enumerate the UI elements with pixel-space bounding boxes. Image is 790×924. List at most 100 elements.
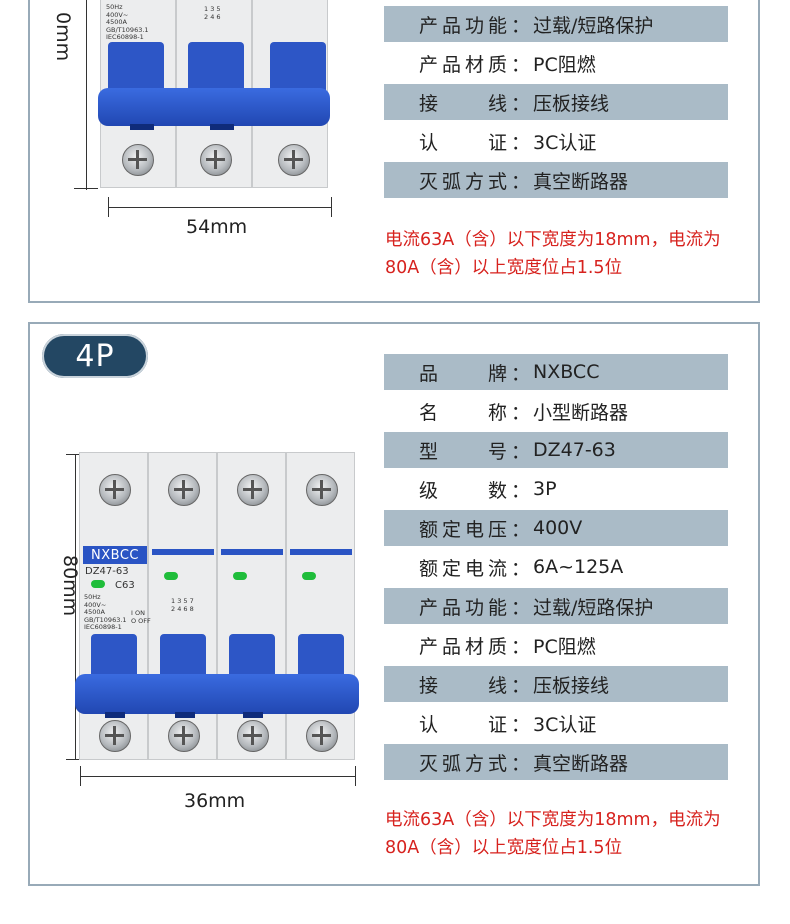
spec-row: 接 线：压板接线: [384, 666, 728, 702]
pole-count-badge: 4P: [42, 334, 148, 378]
spec-value: 3C认证: [533, 131, 597, 154]
terminal-screw-icon: [306, 720, 338, 752]
spec-label: 认 证：: [419, 131, 530, 154]
spec-label: 名 称：: [419, 401, 530, 424]
spec-label: 产品材质：: [419, 635, 530, 658]
spec-label: 接 线：: [419, 92, 530, 115]
spec-value: 6A~125A: [533, 556, 624, 578]
spec-value: 压板接线: [533, 674, 610, 697]
status-led: [91, 580, 105, 588]
spec-row: 级 数：3P: [384, 471, 728, 507]
spec-row: 型 号：DZ47-63: [384, 432, 728, 468]
spec-value: DZ47-63: [533, 439, 616, 461]
breaker-tie-bar: [98, 88, 330, 126]
spec-label: 额定电流：: [419, 557, 530, 580]
terminal-screw-icon: [306, 474, 338, 506]
spec-label: 型 号：: [419, 440, 530, 463]
breaker-bar-slot: [130, 124, 154, 130]
spec-value: NXBCC: [533, 361, 600, 383]
spec-label: 级 数：: [419, 479, 530, 502]
height-dimension-tick-top: [66, 454, 84, 455]
status-led: [164, 572, 178, 580]
spec-row: 产品材质：PC阻燃: [384, 45, 728, 81]
spec-label: 产品功能：: [419, 596, 530, 619]
terminal-screw-icon: [168, 474, 200, 506]
breaker-bar-slot: [243, 712, 263, 718]
spec-label: 接 线：: [419, 674, 530, 697]
height-dimension-line: [75, 454, 76, 760]
label-band: [221, 549, 283, 555]
breaker-bar-slot: [105, 712, 125, 718]
spec-label: 额定电压：: [419, 518, 530, 541]
off-indicator-text: O OFF: [131, 617, 151, 625]
label-band: [152, 549, 214, 555]
width-dimension-label: 54mm: [186, 216, 248, 238]
spec-row: 灭弧方式：真空断路器: [384, 744, 728, 780]
brand-plate: NXBCC: [83, 546, 147, 564]
spec-row: 认 证：3C认证: [384, 705, 728, 741]
spec-label: 产品材质：: [419, 53, 530, 76]
spec-row: 产品功能：过载/短路保护: [384, 588, 728, 624]
terminal-screw-icon: [237, 474, 269, 506]
spec-value: PC阻燃: [533, 53, 596, 76]
spec-row: 额定电流：6A~125A: [384, 549, 728, 585]
spec-row: 名 称：小型断路器: [384, 393, 728, 429]
spec-value: 400V: [533, 517, 583, 539]
spec-row: 品 牌：NXBCC: [384, 354, 728, 390]
terminal-screw-icon: [168, 720, 200, 752]
height-dimension-line: [86, 0, 87, 190]
breaker-bar-slot: [210, 124, 234, 130]
spec-value: 小型断路器: [533, 401, 629, 424]
breaker-print-text: 50Hz 400V~ 4500A GB/T10963.1 IEC60898-1: [84, 593, 127, 631]
spec-label: 产品功能：: [419, 14, 530, 37]
width-dimension-line: [80, 776, 356, 777]
spec-value: 压板接线: [533, 92, 610, 115]
spec-row: 接 线：压板接线: [384, 84, 728, 120]
terminal-screw-icon: [237, 720, 269, 752]
height-dimension-label: 80mm: [59, 555, 81, 617]
terminal-screw-icon: [278, 144, 310, 176]
spec-value: 过载/短路保护: [533, 596, 654, 619]
breaker-tie-bar: [75, 674, 359, 714]
spec-row: 产品功能：过载/短路保护: [384, 6, 728, 42]
breaker-rating-text: C63: [115, 580, 135, 591]
spec-row: 灭弧方式：真空断路器: [384, 162, 728, 198]
terminal-screw-icon: [122, 144, 154, 176]
width-dimension-tick-right: [331, 197, 332, 217]
terminal-screw-icon: [99, 474, 131, 506]
spec-value: 真空断路器: [533, 170, 629, 193]
width-note: 电流63A（含）以下宽度为18mm，电流为80A（含）以上宽度位占1.5位: [385, 230, 721, 278]
spec-row: 额定电压：400V: [384, 510, 728, 546]
width-dimension-line: [108, 207, 332, 208]
breaker-model-text: DZ47-63: [85, 566, 129, 577]
width-dimension-tick-left: [108, 197, 109, 217]
width-dimension-tick-left: [80, 766, 81, 786]
spec-value: 3P: [533, 478, 557, 500]
width-dimension-tick-right: [355, 766, 356, 786]
spec-label: 灭弧方式：: [419, 170, 530, 193]
spec-row: 认 证：3C认证: [384, 123, 728, 159]
breaker-image-4p: NXBCC DZ47-63 C63 50Hz 400V~ 4500A GB/T1…: [75, 452, 359, 760]
height-dimension-label: 0mm: [52, 12, 74, 62]
spec-value: 真空断路器: [533, 752, 629, 775]
width-note: 电流63A（含）以下宽度为18mm，电流为80A（含）以上宽度位占1.5位: [385, 810, 721, 858]
breaker-bar-slot: [175, 712, 195, 718]
height-dimension-tick-bottom: [66, 759, 84, 760]
status-led: [233, 572, 247, 580]
spec-label: 品 牌：: [419, 362, 530, 385]
status-led: [302, 572, 316, 580]
width-dimension-label: 36mm: [184, 790, 246, 812]
on-indicator-text: I ON: [131, 609, 145, 617]
spec-label: 认 证：: [419, 713, 530, 736]
spec-value: 过载/短路保护: [533, 14, 654, 37]
spec-value: PC阻燃: [533, 635, 596, 658]
terminal-screw-icon: [200, 144, 232, 176]
spec-value: 3C认证: [533, 713, 597, 736]
spec-row: 产品材质：PC阻燃: [384, 627, 728, 663]
label-band: [290, 549, 352, 555]
